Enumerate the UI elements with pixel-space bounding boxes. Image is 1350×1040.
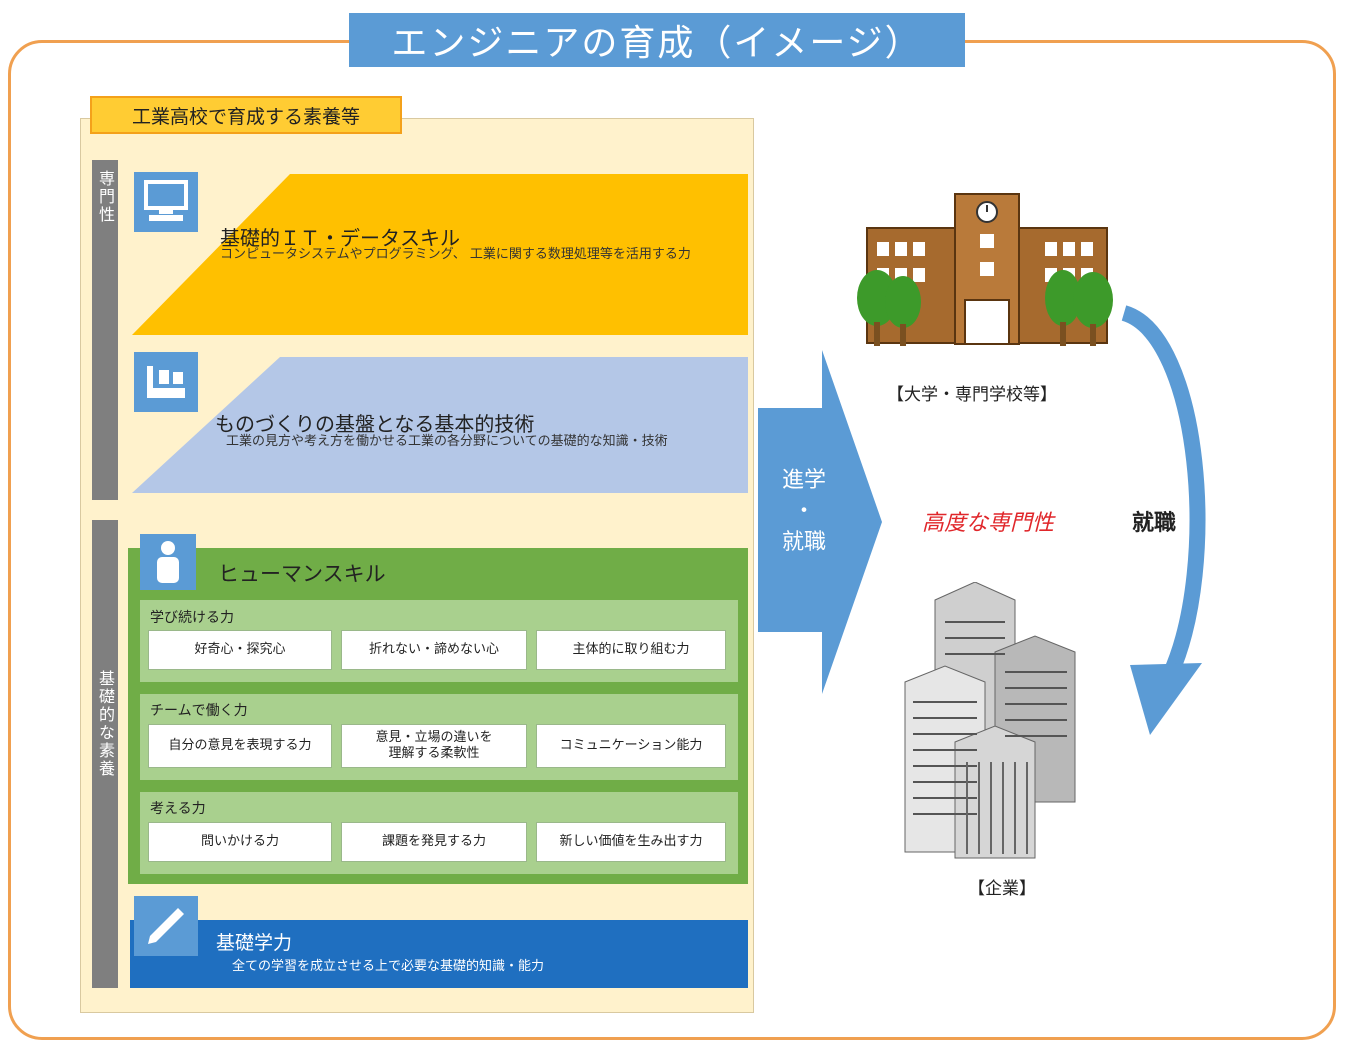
university-building-icon <box>857 193 1113 346</box>
specialty-text: 高度な専門性 <box>922 511 1055 536</box>
side-label-specialty: 専門性 <box>92 160 118 500</box>
monozukuri-band-title: ものづくりの基盤となる基本的技術 <box>215 412 535 436</box>
skill-item: 自分の意見を表現する力 <box>148 724 332 768</box>
university-label: 【大学・専門学校等】 <box>887 385 1057 405</box>
monozukuri-band <box>132 357 748 493</box>
company-label: 【企業】 <box>968 879 1036 899</box>
section-label: 工業高校で育成する素養等 <box>90 96 402 134</box>
pencil-icon <box>134 896 198 956</box>
arrow-label-dot: ・ <box>792 498 815 524</box>
employment-arrow <box>1121 305 1206 735</box>
employment-text: 就職 <box>1132 511 1177 536</box>
base-skill-title: 基礎学力 <box>216 932 293 954</box>
monozukuri-band-desc: 工業の見方や考え方を働かせる工業の各分野についての基礎的な知識・技術 <box>226 434 668 449</box>
it-band-desc: コンピュータシステムやプログラミング、 工業に関する数理処理等を活用する力 <box>220 247 691 262</box>
skill-item: 折れない・諦めない心 <box>341 630 527 670</box>
arrow-label: 進学 ・ 就職 <box>776 466 832 558</box>
arrow-label-line1: 進学 <box>781 468 826 493</box>
group-label: 学び続ける力 <box>150 610 234 626</box>
skill-item: 意見・立場の違いを理解する柔軟性 <box>341 724 527 768</box>
side-label-foundation: 基礎的な素養 <box>92 520 118 988</box>
group-label: チームで働く力 <box>150 703 248 719</box>
person-icon <box>140 534 196 590</box>
skill-item: コミュニケーション能力 <box>536 724 726 768</box>
human-skill-title: ヒューマンスキル <box>218 562 386 586</box>
arrow-label-line2: 就職 <box>781 529 826 555</box>
skill-item: 課題を発見する力 <box>341 822 527 862</box>
advance-arrow <box>758 350 882 694</box>
page-title: エンジニアの育成（イメージ） <box>349 13 965 67</box>
computer-icon <box>134 172 198 232</box>
office-building-icon <box>904 582 1076 859</box>
skill-item: 問いかける力 <box>148 822 332 862</box>
it-band-title: 基礎的ＩＴ・データスキル <box>220 226 460 250</box>
base-skill-desc: 全ての学習を成立させる上で必要な基礎的知識・能力 <box>232 959 545 974</box>
it-band <box>132 174 748 335</box>
workbench-icon <box>134 352 198 412</box>
base-skill-band <box>130 920 748 988</box>
skill-item: 好奇心・探究心 <box>148 630 332 670</box>
group-label: 考える力 <box>150 801 206 817</box>
skill-item: 新しい価値を生み出す力 <box>536 822 726 862</box>
skill-item: 主体的に取り組む力 <box>536 630 726 670</box>
